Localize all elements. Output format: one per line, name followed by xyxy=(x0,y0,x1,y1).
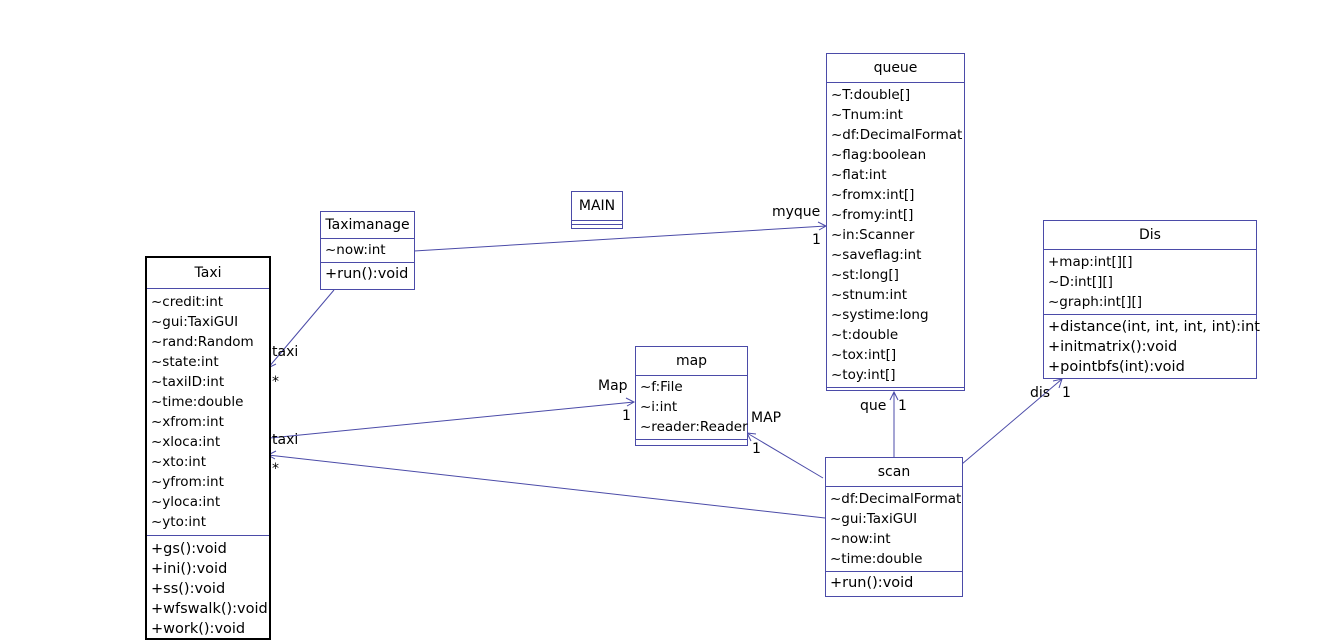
multiplicity-label: * xyxy=(272,374,279,390)
assoc-taximanage-taxi xyxy=(267,289,335,369)
attribute: ~reader:Reader xyxy=(640,419,748,435)
attribute: ~df:DecimalFormat xyxy=(831,127,963,143)
class-queue[interactable]: queue ~T:double[] ~Tnum:int ~df:DecimalF… xyxy=(826,53,965,391)
attribute: ~credit:int xyxy=(151,294,224,310)
operation: +pointbfs(int):void xyxy=(1048,359,1185,375)
attributes-section: ~f:File ~i:int ~reader:Reader xyxy=(636,376,748,440)
attribute: ~gui:TaxiGUI xyxy=(830,511,918,527)
operations-section xyxy=(636,440,747,443)
attributes-section: ~df:DecimalFormat ~gui:TaxiGUI ~now:int … xyxy=(826,487,962,572)
operations-section: +run():void xyxy=(321,263,414,287)
attribute: ~state:int xyxy=(151,354,219,370)
class-taxi[interactable]: Taxi ~credit:int ~gui:TaxiGUI ~rand:Rand… xyxy=(145,256,271,640)
role-label-dis: dis xyxy=(1030,385,1051,401)
class-taximanage[interactable]: Taximanage ~now:int +run():void xyxy=(320,211,415,290)
attribute: ~st:long[] xyxy=(831,267,899,283)
attribute: ~in:Scanner xyxy=(831,227,915,243)
operations-section: +run():void xyxy=(826,572,962,596)
attributes-section: +map:int[][] ~D:int[][] ~graph:int[][] xyxy=(1044,250,1256,315)
attributes-section: ~now:int xyxy=(321,239,414,263)
role-label-taxi: taxi xyxy=(272,344,299,360)
attribute: ~gui:TaxiGUI xyxy=(151,314,239,330)
multiplicity-label: 1 xyxy=(812,232,821,248)
role-label-myque: myque xyxy=(772,204,821,220)
class-name: map xyxy=(636,347,747,376)
attribute: ~yloca:int xyxy=(151,494,221,510)
attribute: ~now:int xyxy=(325,242,386,258)
attribute: ~yfrom:int xyxy=(151,474,224,490)
arrowhead-queue-2 xyxy=(889,390,899,401)
operations-section: +distance(int, int, int, int):int +initm… xyxy=(1044,315,1260,380)
arrowhead-map xyxy=(625,397,636,407)
operations-section: +gs():void +ini():void +ss():void +wfswa… xyxy=(147,536,269,642)
assoc-scan-dis xyxy=(961,378,1063,465)
class-name: scan xyxy=(826,458,962,487)
attribute: ~time:double xyxy=(151,394,244,410)
attribute: ~time:double xyxy=(830,551,923,567)
class-name: Dis xyxy=(1044,221,1256,250)
multiplicity-label: 1 xyxy=(622,408,631,424)
multiplicity-label: 1 xyxy=(898,398,907,414)
attribute: ~systime:long xyxy=(831,307,929,323)
attribute: ~taxiID:int xyxy=(151,374,225,390)
class-main[interactable]: MAIN xyxy=(571,191,623,229)
operation: +wfswalk():void xyxy=(151,601,268,617)
multiplicity-label: 1 xyxy=(1062,385,1071,401)
attribute: ~t:double xyxy=(831,327,899,343)
operation: +ini():void xyxy=(151,561,228,577)
attribute: ~saveflag:int xyxy=(831,247,922,263)
class-name: Taxi xyxy=(147,258,269,289)
attribute: ~toy:int[] xyxy=(831,367,896,383)
attribute: ~Tnum:int xyxy=(831,107,903,123)
multiplicity-label: * xyxy=(272,461,279,477)
assoc-scan-map xyxy=(746,432,824,479)
class-name: queue xyxy=(827,54,964,83)
attribute: ~xto:int xyxy=(151,454,207,470)
attributes-section: ~credit:int ~gui:TaxiGUI ~rand:Random ~s… xyxy=(147,289,269,536)
attribute: ~df:DecimalFormat xyxy=(830,491,962,507)
attribute: +map:int[][] xyxy=(1048,254,1133,270)
attribute: ~i:int xyxy=(640,399,678,415)
attribute: ~f:File xyxy=(640,379,683,395)
multiplicity-label: 1 xyxy=(752,441,761,457)
attribute: ~tox:int[] xyxy=(831,347,897,363)
operation: +run():void xyxy=(325,266,409,282)
role-label-taxi: taxi xyxy=(272,432,299,448)
operation: +ss():void xyxy=(151,581,226,597)
assoc-scan-taxi xyxy=(267,454,826,519)
attribute: ~rand:Random xyxy=(151,334,254,350)
attribute: ~yto:int xyxy=(151,514,207,530)
attributes-section xyxy=(572,221,622,225)
role-label-map: Map xyxy=(598,378,628,394)
operation: +work():void xyxy=(151,621,246,637)
role-label-que: que xyxy=(860,398,887,414)
operation: +run():void xyxy=(830,575,914,591)
attribute: ~D:int[][] xyxy=(1048,274,1113,290)
operations-section xyxy=(827,388,964,391)
attribute: ~flat:int xyxy=(831,167,887,183)
class-name: Taximanage xyxy=(321,212,414,239)
assoc-taximanage-queue xyxy=(413,225,827,252)
attribute: ~fromy:int[] xyxy=(831,207,914,223)
attribute: ~xfrom:int xyxy=(151,414,224,430)
attribute: ~flag:boolean xyxy=(831,147,927,163)
arrowhead-dis xyxy=(1052,378,1063,389)
assoc-taxi-map xyxy=(269,401,635,439)
operation: +initmatrix():void xyxy=(1048,339,1178,355)
attribute: ~xloca:int xyxy=(151,434,221,450)
attribute: ~fromx:int[] xyxy=(831,187,915,203)
operation: +distance(int, int, int, int):int xyxy=(1048,319,1260,335)
class-name: MAIN xyxy=(572,192,622,221)
operation: +gs():void xyxy=(151,541,227,557)
class-dis[interactable]: Dis +map:int[][] ~D:int[][] ~graph:int[]… xyxy=(1043,220,1260,380)
attribute: ~T:double[] xyxy=(831,87,911,103)
attribute: ~stnum:int xyxy=(831,287,908,303)
attribute: ~graph:int[][] xyxy=(1048,294,1143,310)
attribute: ~now:int xyxy=(830,531,891,547)
role-label-map-upper: MAP xyxy=(751,410,782,426)
class-map[interactable]: map ~f:File ~i:int ~reader:Reader xyxy=(635,346,748,446)
attributes-section: ~T:double[] ~Tnum:int ~df:DecimalFormat … xyxy=(827,83,964,388)
class-scan[interactable]: scan ~df:DecimalFormat ~gui:TaxiGUI ~now… xyxy=(825,457,963,597)
